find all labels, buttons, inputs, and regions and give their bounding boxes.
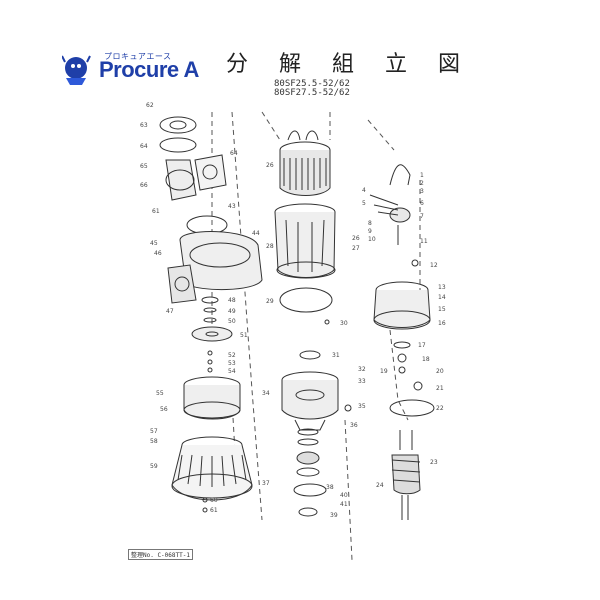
callout-14: 14 xyxy=(438,294,446,301)
callout-60b: 61 xyxy=(210,507,218,514)
callout-43: 44 xyxy=(252,230,260,237)
callout-29: 29 xyxy=(266,298,274,305)
callout-1: 1 xyxy=(420,172,424,179)
callout-59: 60 xyxy=(210,497,218,504)
callout-11: 11 xyxy=(420,238,428,245)
cable-and-cover-assembly xyxy=(369,164,435,520)
callout-60: 61 xyxy=(152,208,160,215)
callout-19: 19 xyxy=(380,368,388,375)
callout-54: 55 xyxy=(156,390,164,397)
callout-26b: 26 xyxy=(352,235,360,242)
middle-lower-assembly xyxy=(281,350,352,517)
brand-name: Procure A xyxy=(99,57,199,82)
callout-6: 6 xyxy=(420,200,424,207)
callout-7: 7 xyxy=(420,213,424,220)
callout-33: 33 xyxy=(358,378,366,385)
callout-39: 39 xyxy=(330,512,338,519)
callout-62: 63 xyxy=(140,122,148,129)
strainer-stand xyxy=(171,436,253,513)
callout-26: 26 xyxy=(266,162,274,169)
callout-13: 13 xyxy=(438,284,446,291)
callout-58: 59 xyxy=(150,463,158,470)
callout-64: 65 xyxy=(140,163,148,170)
callout-3: 3 xyxy=(420,188,424,195)
model-number-1: 80SF25.5-52/62 xyxy=(274,79,350,89)
pump-casing xyxy=(167,215,263,304)
callout-49: 50 xyxy=(228,318,236,325)
callout-46: 47 xyxy=(166,308,174,315)
callout-47: 48 xyxy=(228,297,236,304)
page-title: 分 解 組 立 図 xyxy=(226,52,472,77)
callout-53: 54 xyxy=(228,368,236,375)
discharge-flange-group xyxy=(159,116,227,201)
callout-30: 30 xyxy=(340,320,348,327)
callout-34: 34 xyxy=(262,390,270,397)
callout-63: 64 xyxy=(140,143,148,150)
callout-9: 9 xyxy=(368,228,372,235)
motor-frame xyxy=(274,203,336,325)
callout-23: 23 xyxy=(430,459,438,466)
callout-20: 20 xyxy=(436,368,444,375)
callout-45: 46 xyxy=(154,250,162,257)
callout-65: 66 xyxy=(140,182,148,189)
motor-stator xyxy=(279,130,331,196)
callout-52: 53 xyxy=(228,360,236,367)
callout-50: 51 xyxy=(240,332,248,339)
mascot-icon xyxy=(62,55,91,85)
callout-42: 43 xyxy=(228,203,236,210)
callout-57: 58 xyxy=(150,438,158,445)
callout-18: 18 xyxy=(422,356,430,363)
callout-41: 41 xyxy=(340,501,348,508)
callout-17: 17 xyxy=(418,342,426,349)
callout-16: 16 xyxy=(438,320,446,327)
callout-61: 62 xyxy=(146,102,154,109)
callout-31: 31 xyxy=(332,352,340,359)
callout-37: 37 xyxy=(262,480,270,487)
callout-38: 38 xyxy=(326,484,334,491)
callout-27: 27 xyxy=(352,245,360,252)
callout-24: 24 xyxy=(376,482,384,489)
callout-5: 5 xyxy=(362,200,366,207)
drawing-number-note: 整理No. C-068TT-1 xyxy=(128,549,193,560)
callout-4: 4 xyxy=(362,187,366,194)
impeller-stack xyxy=(191,296,233,373)
callout-63b: 64 xyxy=(230,150,238,157)
callout-15: 15 xyxy=(438,306,446,313)
callout-21: 21 xyxy=(436,385,444,392)
callout-36: 36 xyxy=(350,422,358,429)
callout-44: 45 xyxy=(150,240,158,247)
model-number-2: 80SF27.5-52/62 xyxy=(274,88,350,98)
callout-55: 56 xyxy=(160,406,168,413)
bearing-housing xyxy=(183,376,241,420)
callout-22: 22 xyxy=(436,405,444,412)
callout-12: 12 xyxy=(430,262,438,269)
callout-48: 49 xyxy=(228,308,236,315)
callout-40: 40 xyxy=(340,492,348,499)
callout-51: 52 xyxy=(228,352,236,359)
callout-8: 8 xyxy=(368,220,372,227)
callout-56: 57 xyxy=(150,428,158,435)
callout-10: 10 xyxy=(368,236,376,243)
brand-kana: プロキュアエース xyxy=(104,52,172,61)
callout-2: 2 xyxy=(420,180,424,187)
callout-28: 28 xyxy=(266,243,274,250)
callout-32: 32 xyxy=(358,366,366,373)
callout-35: 35 xyxy=(358,403,366,410)
